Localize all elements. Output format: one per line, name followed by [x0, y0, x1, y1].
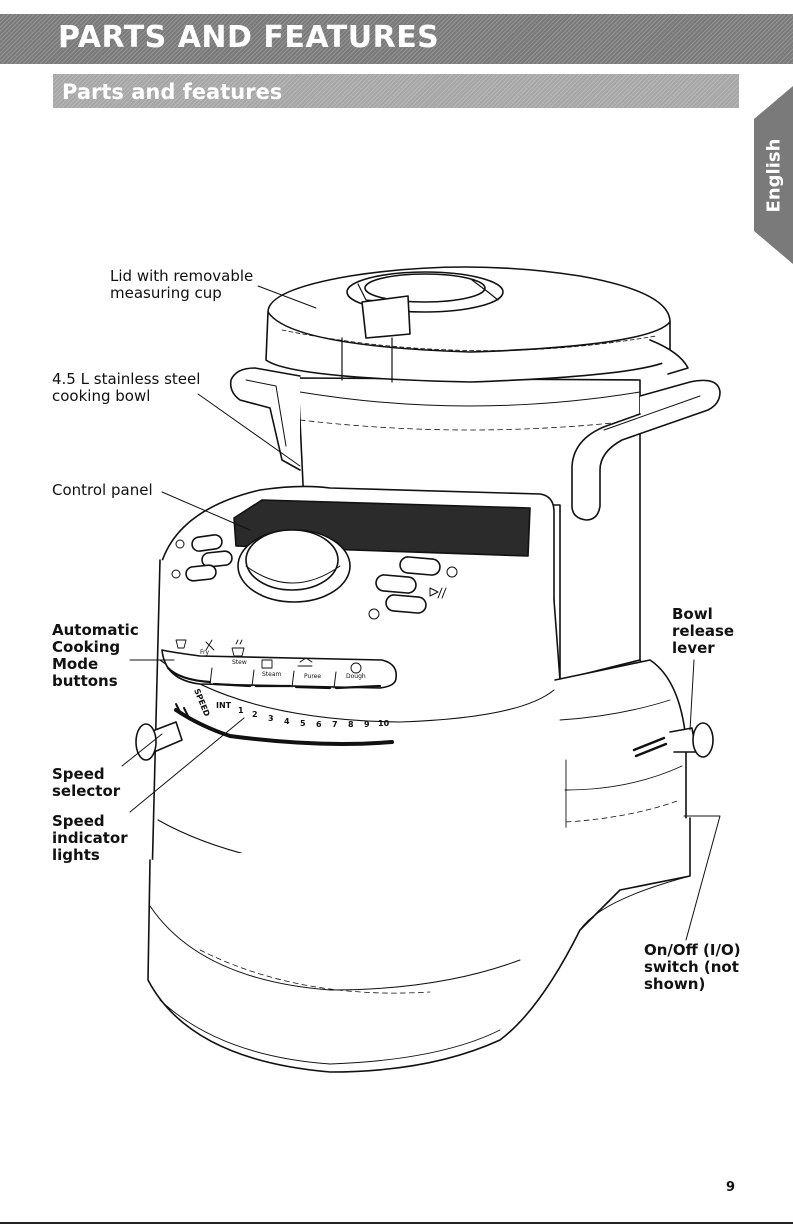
lid — [265, 266, 689, 383]
mode-label-fry: Fry — [200, 649, 209, 656]
callout-bowl-release: Bowl release lever — [672, 605, 735, 657]
bowl-handle-left — [229, 367, 301, 471]
speed-mark-int: INT — [216, 701, 232, 710]
callout-lid: Lid with removable measuring cup — [110, 267, 254, 302]
cooking-mode-strip — [161, 649, 398, 690]
speed-indicator-lights — [174, 708, 394, 746]
callout-leader-lines — [121, 285, 721, 941]
language-tab-shape — [754, 86, 793, 264]
speed-scale: INT 1 2 3 4 5 6 7 8 9 10 — [216, 701, 390, 729]
callout-bowl: 4.5 L stainless steel cooking bowl — [52, 370, 201, 405]
speed-mark-5: 5 — [300, 719, 306, 728]
mode-label-dough: Dough — [346, 673, 366, 680]
panel-buttons-left — [171, 534, 233, 582]
speed-mark-10: 10 — [378, 719, 390, 728]
page-title: PARTS AND FEATURES — [58, 20, 440, 55]
panel-buttons-right — [368, 556, 458, 620]
callout-speed-selector: Speed selector — [52, 765, 121, 800]
speed-mark-8: 8 — [348, 720, 354, 729]
speed-mark-7: 7 — [332, 720, 338, 729]
bottom-rule — [0, 1222, 793, 1224]
mode-label-puree: Puree — [304, 673, 321, 680]
bowl-release-lever — [632, 722, 714, 758]
header-bar — [0, 14, 793, 64]
page-number: 9 — [726, 1180, 736, 1195]
section-subtitle: Parts and features — [62, 80, 283, 104]
speed-mark-1: 1 — [238, 706, 244, 715]
bowl-handle-right — [571, 379, 721, 521]
callout-switch: On/Off (I/O) switch (not shown) — [644, 941, 741, 993]
speed-mark-4: 4 — [284, 717, 290, 726]
control-dial — [237, 529, 351, 603]
callout-cooking-modes: Automatic Cooking Mode buttons — [52, 621, 139, 690]
mode-label-stew: Stew — [232, 659, 247, 666]
mode-label-steam: Steam — [262, 671, 282, 678]
mode-icons — [175, 639, 362, 674]
speed-mark-3: 3 — [268, 714, 274, 723]
speed-mark-2: 2 — [252, 710, 258, 719]
speed-mark-6: 6 — [316, 720, 322, 729]
speed-mark-9: 9 — [364, 720, 370, 729]
language-tab — [754, 86, 793, 264]
callout-speed-lights: Speed indicator lights — [52, 812, 128, 864]
subtitle-bar — [53, 74, 739, 108]
callout-control-panel: Control panel — [52, 481, 153, 499]
